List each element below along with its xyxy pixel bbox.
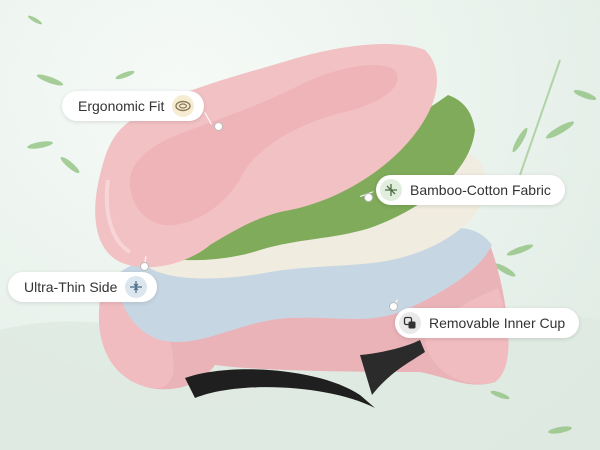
callout-ultra-thin: Ultra-Thin Side (8, 272, 158, 302)
foam-highlight (104, 179, 132, 254)
inner-cup-label: Removable Inner Cup (429, 315, 566, 331)
remove-layer-icon (399, 312, 421, 334)
elastic-strap (185, 369, 375, 408)
ultra-thin-label: Ultra-Thin Side (24, 279, 118, 295)
ergonomic-dot (214, 122, 223, 131)
callout-bamboo-cotton: Bamboo-Cotton Fabric (376, 175, 565, 205)
compress-arrows-icon (125, 276, 148, 298)
ergonomic-fit-label: Ergonomic Fit (78, 98, 165, 114)
strap-band (360, 340, 425, 395)
bamboo-stem (519, 59, 561, 176)
ultra-thin-dot (140, 262, 149, 271)
foam-eye-contour (129, 65, 398, 226)
callout-ergonomic-fit: Ergonomic Fit (62, 91, 205, 121)
bamboo-dot (364, 193, 373, 202)
fiber-icon (380, 179, 402, 201)
contour-cup-icon (172, 95, 195, 117)
bamboo-cotton-label: Bamboo-Cotton Fabric (410, 182, 551, 198)
callout-inner-cup: Removable Inner Cup (395, 308, 580, 338)
inner-cup-dot (389, 302, 398, 311)
